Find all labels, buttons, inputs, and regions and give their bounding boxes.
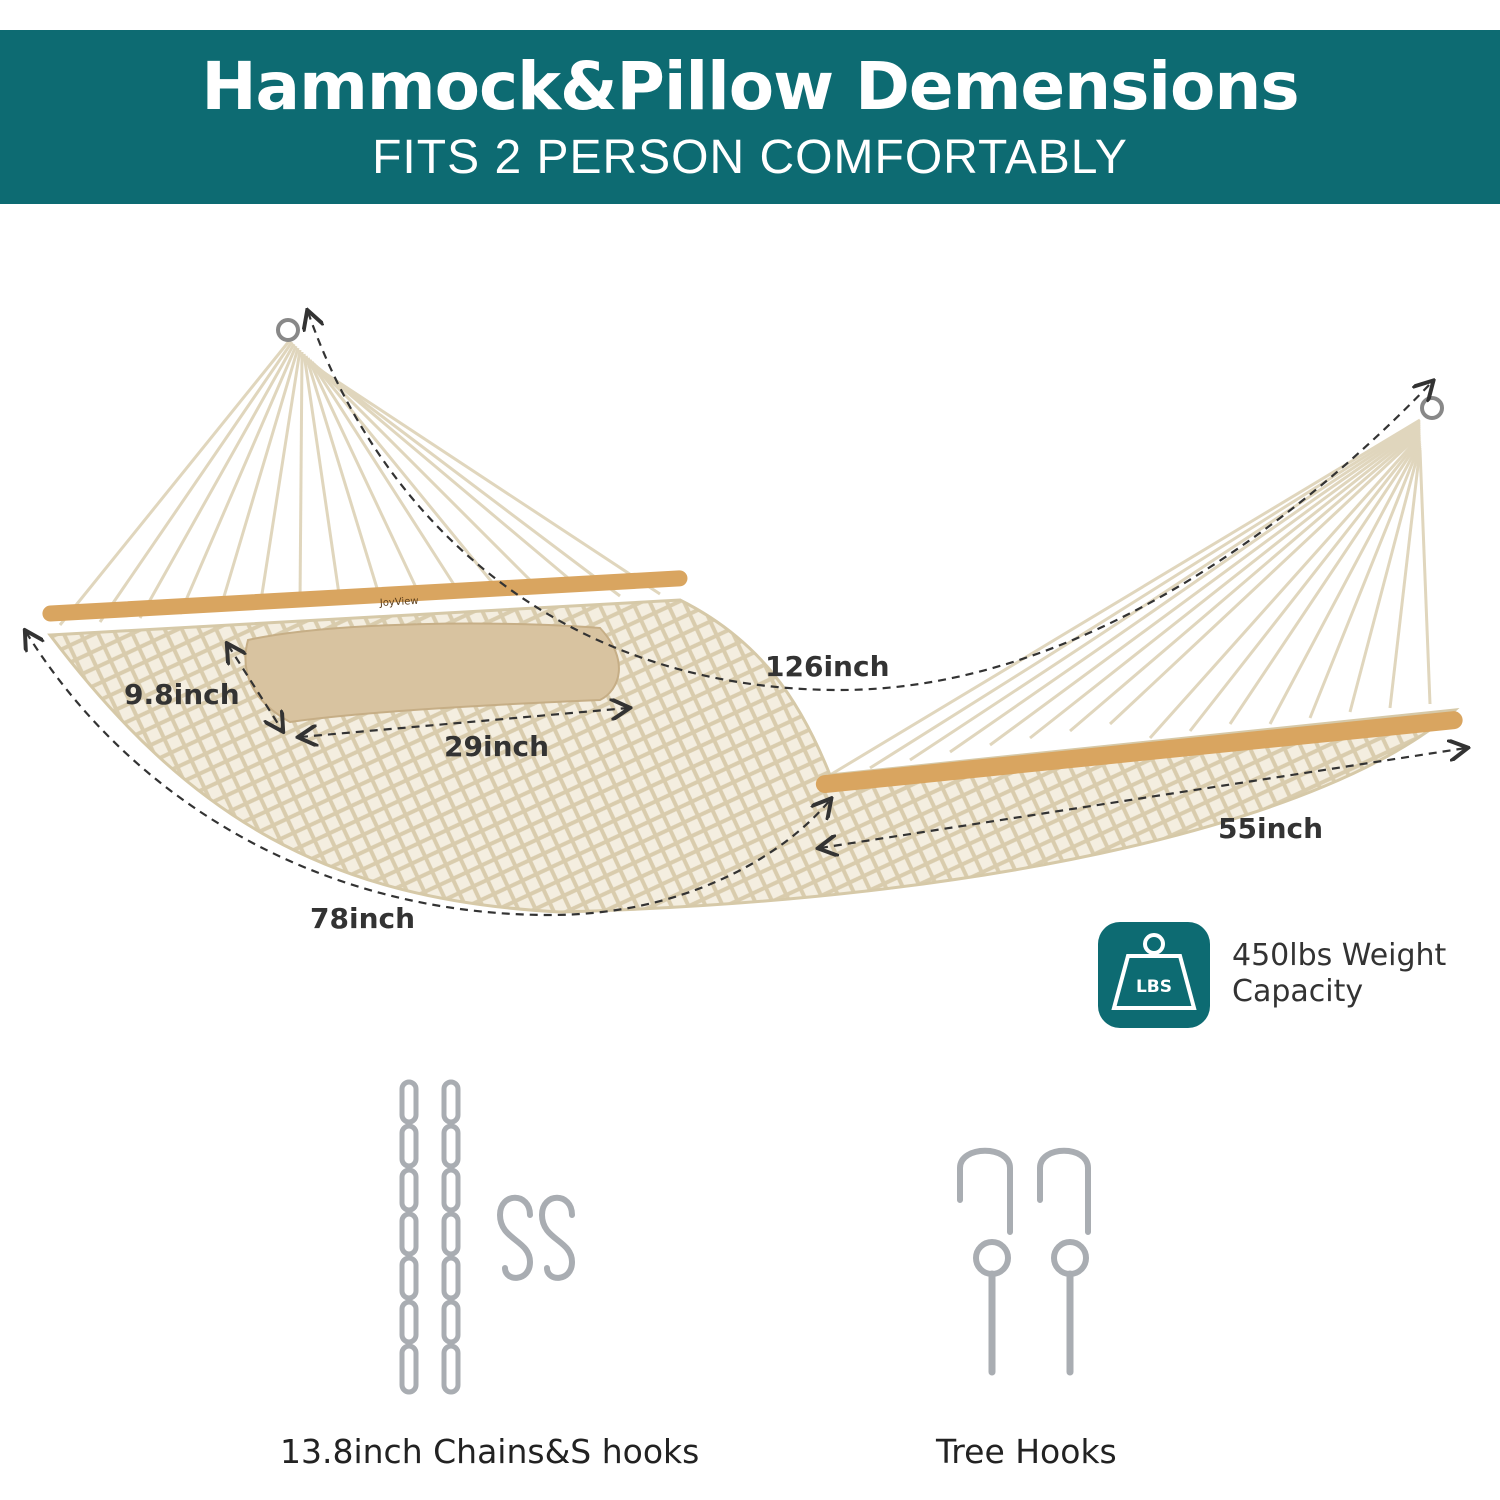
label-pillow-width: 29inch <box>444 730 550 763</box>
chains <box>399 1079 461 1395</box>
left-ring <box>276 318 300 342</box>
weight-capacity-text: 450lbs Weight Capacity <box>1232 938 1446 1010</box>
left-spreader-bar <box>42 570 688 622</box>
header-banner <box>0 30 1500 204</box>
weight-icon-label: LBS <box>1136 977 1172 997</box>
weight-icon-badge: LBS <box>1098 922 1210 1028</box>
page-title: Hammock&Pillow Demensions <box>201 48 1299 125</box>
label-bed-length: 78inch <box>310 902 416 935</box>
left-suspension-strings <box>58 339 661 626</box>
right-suspension-strings <box>829 418 1432 777</box>
label-pillow-height: 9.8inch <box>124 678 240 711</box>
label-total-length: 126inch <box>765 650 890 683</box>
label-bed-width: 55inch <box>1218 812 1324 845</box>
tree-hooks <box>957 1147 1091 1376</box>
page-subtitle: FITS 2 PERSON COMFORTABLY <box>372 131 1128 184</box>
dim-line-78 <box>26 632 830 917</box>
right-ring <box>1420 396 1444 420</box>
weight-icon: LBS <box>1111 933 1197 1010</box>
tree-hooks-caption: Tree Hooks <box>936 1432 1117 1471</box>
weight-line-2: Capacity <box>1232 974 1364 1009</box>
chains-caption: 13.8inch Chains&S hooks <box>280 1432 700 1471</box>
bar-brand-text: JoyView <box>379 596 419 609</box>
weight-line-1: 450lbs Weight <box>1232 938 1447 973</box>
s-hooks <box>496 1194 576 1281</box>
dim-line-55 <box>820 748 1466 848</box>
